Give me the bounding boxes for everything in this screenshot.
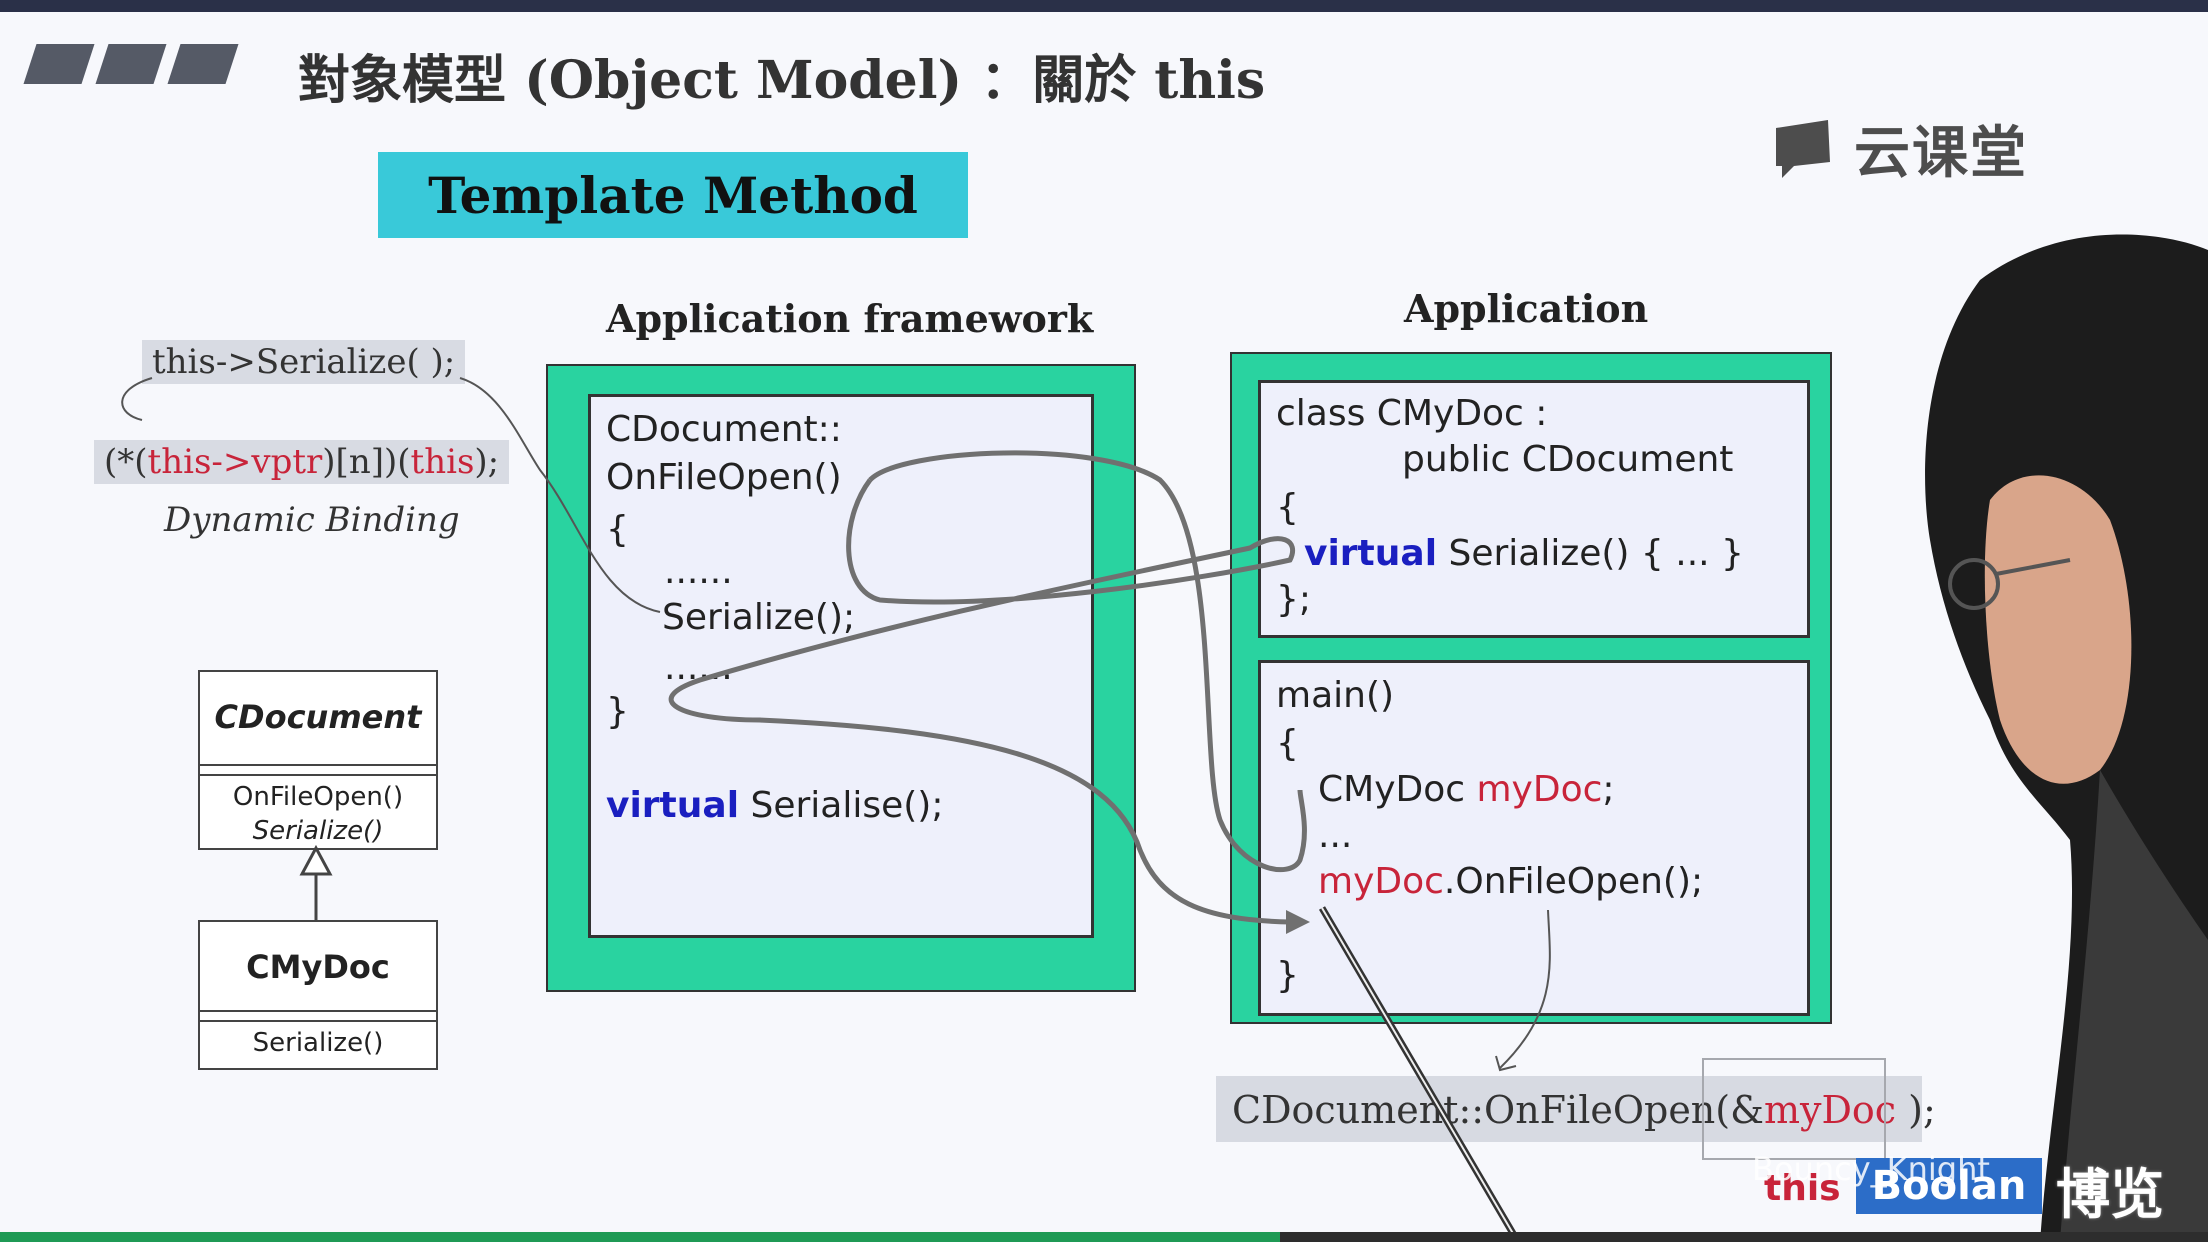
framework-code-line: CDocument::	[606, 409, 842, 450]
framework-code-line: OnFileOpen()	[606, 457, 842, 498]
uml-method: OnFileOpen()	[232, 782, 404, 812]
uml-class-cdocument: CDocument OnFileOpen() Serialize()	[198, 670, 438, 850]
uml-method: Serialize()	[252, 816, 384, 846]
class-code-line: };	[1276, 579, 1312, 620]
top-bar	[0, 0, 2208, 12]
framework-serialize-call: Serialize();	[662, 597, 856, 638]
logo: 云课堂	[1772, 108, 2028, 189]
logo-text: 云课堂	[1854, 121, 2028, 186]
framework-code-line: ......	[664, 647, 733, 688]
main-code-line: main()	[1276, 675, 1395, 716]
main-code-line: }	[1276, 955, 1299, 996]
vptr-call: (*(this->vptr)[n])(this);	[94, 440, 510, 484]
chat-bubble-icon	[1776, 119, 1830, 178]
inheritance-arrow-icon	[299, 844, 333, 876]
uml-method: Serialize()	[252, 1028, 384, 1058]
this-highlight-box	[1702, 1058, 1886, 1160]
application-heading: Application	[1404, 286, 1649, 331]
watermark-cn: 博览	[2056, 1163, 2164, 1226]
main-call-line: myDoc.OnFileOpen();	[1318, 861, 1704, 902]
class-code-line: public CDocument	[1402, 439, 1734, 480]
framework-code-line: ......	[664, 551, 733, 592]
uml-class-cmydoc: CMyDoc Serialize()	[198, 920, 438, 1070]
watermark-boolan: Boolan	[1856, 1158, 2042, 1214]
presenter-silhouette	[1925, 234, 2208, 1242]
framework-virtual-decl: virtual Serialise();	[606, 785, 944, 826]
this-serialize-call: this->Serialize( );	[142, 340, 466, 384]
dynamic-binding-caption: Dynamic Binding	[164, 500, 460, 540]
video-progress-bar[interactable]	[0, 1232, 2208, 1242]
main-decl-line: CMyDoc myDoc;	[1318, 769, 1615, 810]
class-code-box	[1258, 380, 1810, 638]
uml-class-name: CMyDoc	[246, 948, 390, 986]
slide-title: 對象模型 (Object Model) ：關於 this	[298, 50, 1266, 111]
framework-heading: Application framework	[606, 296, 1094, 341]
banner-text: Template Method	[428, 165, 918, 225]
framework-code-line: }	[606, 691, 629, 732]
watermark-username: Bouncy_Knight	[1752, 1150, 1990, 1188]
main-code-line: {	[1276, 723, 1299, 764]
main-code-line: ...	[1318, 815, 1353, 856]
template-method-banner: Template Method	[378, 152, 968, 238]
class-code-line: class CMyDoc :	[1276, 393, 1548, 434]
class-virtual-serialize: virtual Serialize() { ... }	[1304, 533, 1744, 574]
uml-class-name: CDocument	[214, 698, 422, 736]
framework-code-line: {	[606, 509, 629, 550]
class-code-line: {	[1276, 487, 1299, 528]
video-progress-remaining[interactable]	[1280, 1232, 2208, 1242]
watermark-this: this	[1764, 1168, 1841, 1209]
